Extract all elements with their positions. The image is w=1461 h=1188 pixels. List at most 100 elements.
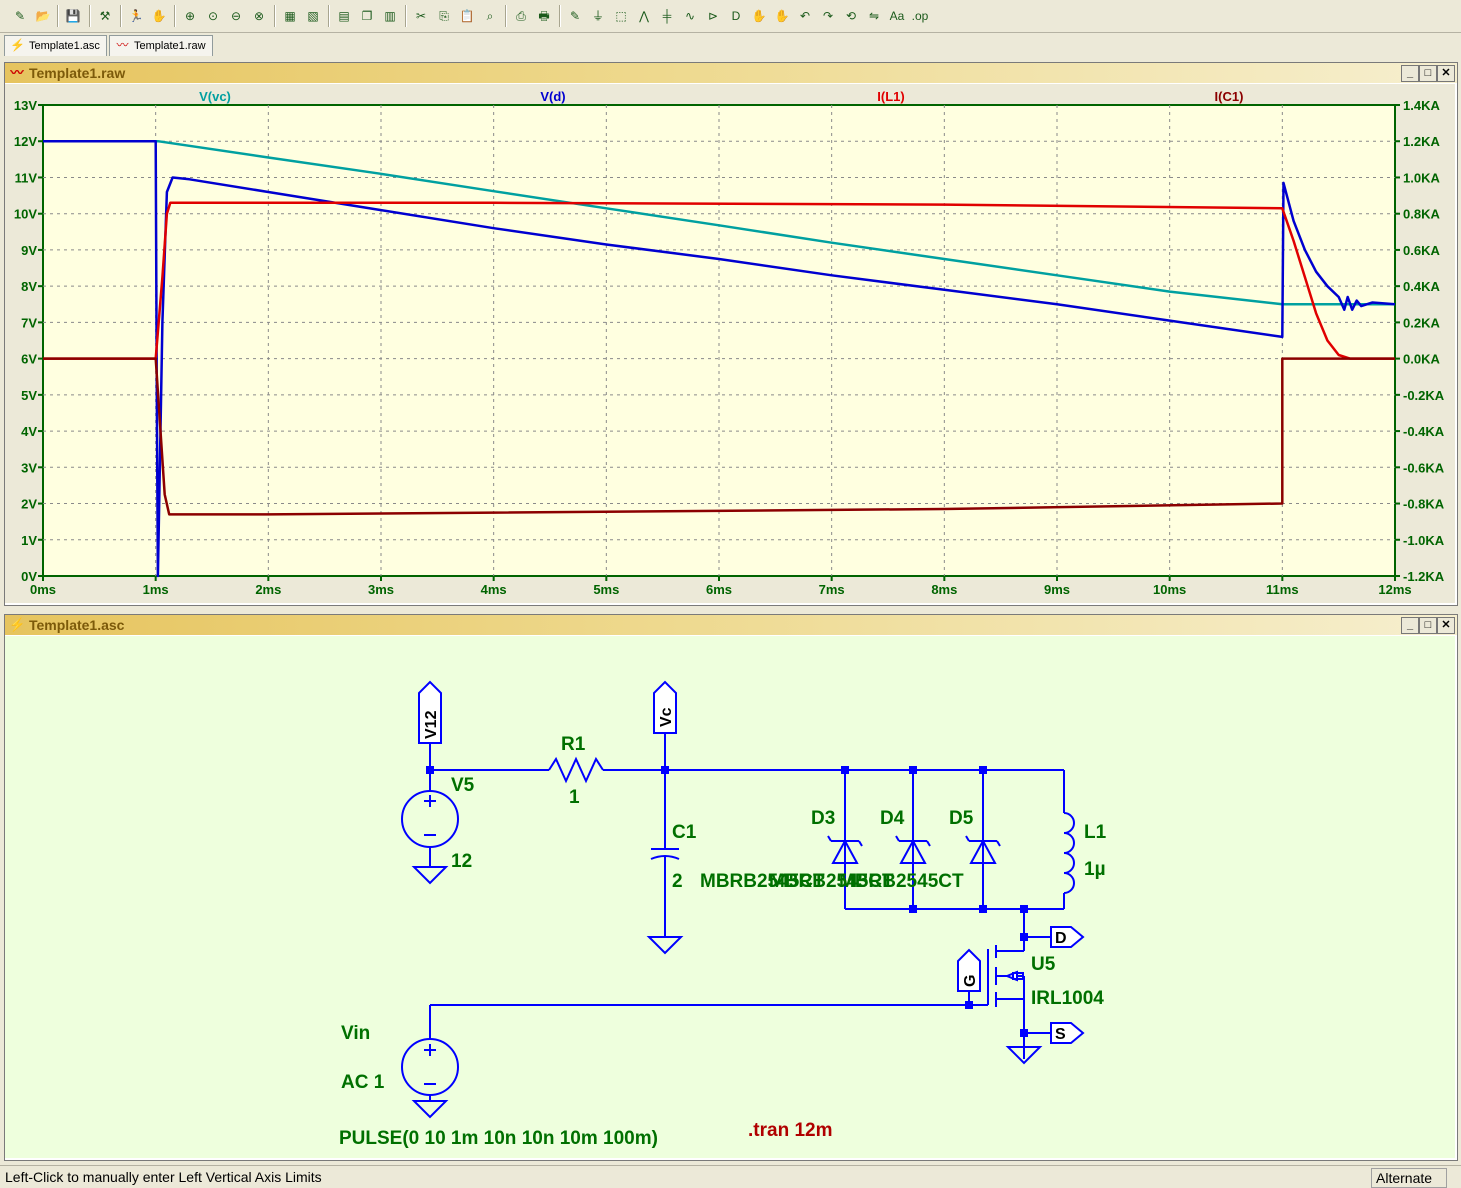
diode-icon[interactable]: ⊳ [707, 9, 719, 23]
minimize-button[interactable]: _ [1401, 617, 1419, 634]
copy-icon[interactable]: ⎘ [439, 9, 449, 23]
minimize-button[interactable]: _ [1401, 65, 1419, 82]
waveform-icon: 〰 [116, 38, 129, 52]
trace-label-il1[interactable]: I(L1) [877, 89, 904, 104]
trace-vvc[interactable] [43, 139, 1395, 306]
y-left-tick-label[interactable]: 0V [21, 569, 37, 584]
y-right-tick-label[interactable]: -0.2KA [1403, 388, 1445, 403]
y-left-tick-label[interactable]: 12V [14, 134, 37, 149]
y-right-tick-label[interactable]: -1.2KA [1403, 569, 1445, 584]
text-icon[interactable]: Aa [889, 9, 905, 23]
component-icon[interactable]: D [731, 9, 741, 23]
tab-template1-asc[interactable]: ⚡ Template1.asc [4, 35, 107, 56]
redo-icon[interactable]: ↷ [822, 9, 834, 23]
paste-icon[interactable]: 📋 [459, 9, 475, 23]
draw-wire-icon[interactable]: ✎ [569, 9, 581, 23]
inductor-icon[interactable]: ∿ [684, 9, 696, 23]
y-left-tick-label[interactable]: 2V [21, 497, 37, 512]
x-tick-label: 12ms [1378, 582, 1411, 597]
autorange-icon[interactable]: ▦ [284, 9, 296, 23]
c1-name: C1 [672, 822, 697, 843]
find-icon[interactable]: ⌕ [486, 9, 494, 23]
y-left-tick-label[interactable]: 8V [21, 279, 37, 294]
y-left-tick-label[interactable]: 3V [21, 460, 37, 475]
c1-value: 2 [672, 871, 683, 892]
trace-il1[interactable] [43, 201, 1395, 360]
pan-icon[interactable]: ⊙ [207, 9, 219, 23]
control-panel-icon[interactable]: ⚒ [99, 9, 111, 23]
trace-label-vvc[interactable]: V(vc) [199, 89, 231, 104]
y-right-tick-label[interactable]: 0.2KA [1403, 315, 1440, 330]
y-left-tick-label[interactable]: 1V [21, 533, 37, 548]
save-icon[interactable]: 💾 [65, 9, 81, 23]
mirror-icon[interactable]: ⇋ [868, 9, 880, 23]
capacitor-icon[interactable]: ╪ [662, 9, 672, 23]
trace-ic1[interactable] [43, 357, 1395, 516]
x-tick-label: 0ms [30, 582, 56, 597]
print-icon[interactable]: 🖶 [538, 9, 550, 23]
zoom-area-icon[interactable]: ⊕ [184, 9, 196, 23]
cut-icon[interactable]: ✂ [415, 9, 427, 23]
maximize-button[interactable]: □ [1419, 65, 1437, 82]
tran-directive[interactable]: .tran 12m [748, 1120, 832, 1141]
new-schematic-icon[interactable]: ✎ [14, 9, 26, 23]
tile-horizontal-icon[interactable]: ▤ [338, 9, 350, 23]
waveform-window-titlebar[interactable]: 〰 Template1.raw _ □ ✕ [5, 63, 1457, 83]
y-right-tick-label[interactable]: -0.6KA [1403, 460, 1445, 475]
move-icon[interactable]: ✋ [751, 9, 767, 23]
zoom-fit-icon[interactable]: ⊗ [253, 9, 265, 23]
cascade-icon[interactable]: ❐ [361, 9, 373, 23]
y-left-tick-label[interactable]: 6V [21, 352, 37, 367]
y-right-tick-label[interactable]: 0.0KA [1403, 352, 1440, 367]
waveform-icon: 〰 [10, 65, 24, 80]
spice-directive-icon[interactable]: .op [911, 9, 929, 23]
x-tick-label: 10ms [1153, 582, 1186, 597]
print-setup-icon[interactable]: ⎙ [516, 9, 526, 23]
y-right-tick-label[interactable]: -1.0KA [1403, 533, 1445, 548]
resistor-icon[interactable]: ⋀ [639, 9, 649, 23]
halt-icon[interactable]: ✋ [151, 9, 167, 23]
trace-label-ic1[interactable]: I(C1) [1215, 89, 1244, 104]
status-text: Left-Click to manually enter Left Vertic… [5, 1169, 322, 1185]
document-tabs: ⚡ Template1.asc 〰 Template1.raw [0, 33, 1461, 57]
y-left-tick-label[interactable]: 13V [14, 98, 37, 113]
run-icon[interactable]: 🏃 [128, 9, 144, 23]
y-right-tick-label[interactable]: -0.4KA [1403, 424, 1445, 439]
ground-icon[interactable]: ⏚ [591, 9, 604, 23]
y-right-tick-label[interactable]: 1.2KA [1403, 134, 1440, 149]
schematic-icon: ⚡ [10, 38, 25, 52]
toolbar-separator [174, 5, 176, 27]
schematic-canvas[interactable]: V12 Vc G D S R1 1 V5 12 C1 2 D3 D4 D5 MB… [5, 636, 1455, 1158]
open-icon[interactable]: 📂 [35, 9, 51, 23]
tab-template1-raw[interactable]: 〰 Template1.raw [109, 35, 213, 56]
y-left-tick-label[interactable]: 10V [14, 207, 37, 222]
toolbar-separator [505, 5, 507, 27]
trace-vd[interactable] [43, 139, 1396, 578]
y-left-tick-label[interactable]: 7V [21, 315, 37, 330]
close-button[interactable]: ✕ [1437, 65, 1455, 82]
y-right-tick-label[interactable]: 0.8KA [1403, 207, 1440, 222]
y-left-tick-label[interactable]: 4V [21, 424, 37, 439]
zoom-out-icon[interactable]: ⊖ [230, 9, 242, 23]
close-button[interactable]: ✕ [1437, 617, 1455, 634]
schematic-window-titlebar[interactable]: ⚡ Template1.asc _ □ ✕ [5, 615, 1457, 635]
maximize-button[interactable]: □ [1419, 617, 1437, 634]
tab-label: Template1.asc [29, 40, 100, 52]
rotate-icon[interactable]: ⟲ [845, 9, 857, 23]
y-left-tick-label[interactable]: 9V [21, 243, 37, 258]
y-right-tick-label[interactable]: 0.6KA [1403, 243, 1440, 258]
x-tick-label: 8ms [931, 582, 957, 597]
y-left-tick-label[interactable]: 5V [21, 388, 37, 403]
drag-icon[interactable]: ✋ [774, 9, 790, 23]
fft-icon[interactable]: ▧ [307, 9, 319, 23]
y-right-tick-label[interactable]: -0.8KA [1403, 497, 1445, 512]
y-right-tick-label[interactable]: 1.4KA [1403, 98, 1440, 113]
y-left-tick-label[interactable]: 11V [15, 170, 38, 185]
undo-icon[interactable]: ↶ [799, 9, 811, 23]
label-net-icon[interactable]: ⬚ [615, 9, 627, 23]
y-right-tick-label[interactable]: 1.0KA [1403, 170, 1440, 185]
trace-label-vd[interactable]: V(d) [540, 89, 565, 104]
y-right-tick-label[interactable]: 0.4KA [1403, 279, 1440, 294]
tile-vertical-icon[interactable]: ▥ [384, 9, 396, 23]
